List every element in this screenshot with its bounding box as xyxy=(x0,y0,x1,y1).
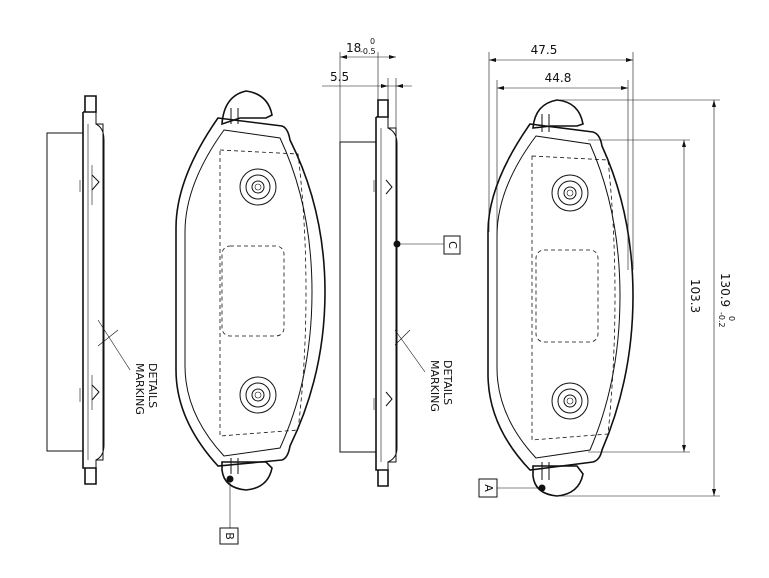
dim-thickness-tol-lower: -0.5 xyxy=(360,47,376,56)
callout-b-box xyxy=(219,527,239,545)
backplate-right xyxy=(375,99,389,487)
friction-outline xyxy=(184,129,313,457)
rivet-bottom xyxy=(239,376,277,414)
marking-leader-right xyxy=(394,329,426,373)
rivet-bottom-right xyxy=(551,382,589,420)
front-view-pad-right: A xyxy=(478,52,720,498)
front-view-pad: B xyxy=(175,90,326,545)
marking-details-label-right: MARKING DETAILS xyxy=(428,360,454,412)
marking-label-line2: DETAILS xyxy=(441,360,454,405)
callout-c-label: C xyxy=(446,241,459,249)
friction-block-right xyxy=(339,141,377,453)
dim-width-outer-value: 47.5 xyxy=(531,43,558,57)
marking-label-line2: DETAILS xyxy=(146,363,159,408)
dim-height-total-value: 130.9 xyxy=(718,273,732,307)
marking-leader-left xyxy=(97,319,131,371)
bottom-ear xyxy=(221,461,273,491)
dim-height-tol-upper: 0 xyxy=(727,316,736,321)
top-ear xyxy=(221,90,273,126)
dim-height-tol-lower: -0.2 xyxy=(717,312,726,328)
center-window-right xyxy=(535,249,599,343)
callout-c-box xyxy=(443,235,461,255)
rivet-top-right xyxy=(551,174,589,212)
marking-label-line1: MARKING xyxy=(133,363,146,415)
callout-a-label: A xyxy=(482,484,495,492)
dim-height-inner-value: 103.3 xyxy=(688,279,702,313)
dim-height-total-group: 130.9 0 -0.2 xyxy=(717,273,736,328)
friction-outline-right xyxy=(496,135,621,459)
dim-thickness-tol-upper: 0 xyxy=(370,37,375,46)
dim-backplate-value: 5.5 xyxy=(330,70,349,84)
center-window xyxy=(221,245,285,337)
side-view-right: C xyxy=(322,52,461,487)
backplate-outline xyxy=(175,117,326,467)
callout-a-box xyxy=(478,478,498,498)
rivet-top xyxy=(239,168,277,206)
callout-b-label: B xyxy=(223,532,236,540)
marking-label-line1: MARKING xyxy=(428,360,441,412)
bottom-ear-right xyxy=(532,465,584,497)
backplate-outline-right xyxy=(487,123,634,471)
side-view-left xyxy=(46,95,131,485)
marking-details-label-left: MARKING DETAILS xyxy=(133,363,159,415)
dim-thickness-value: 18 xyxy=(346,41,361,55)
backplate-left xyxy=(82,95,97,485)
top-ear-right xyxy=(532,99,584,129)
dim-width-inner-value: 44.8 xyxy=(545,71,572,85)
friction-block-left xyxy=(46,132,84,452)
